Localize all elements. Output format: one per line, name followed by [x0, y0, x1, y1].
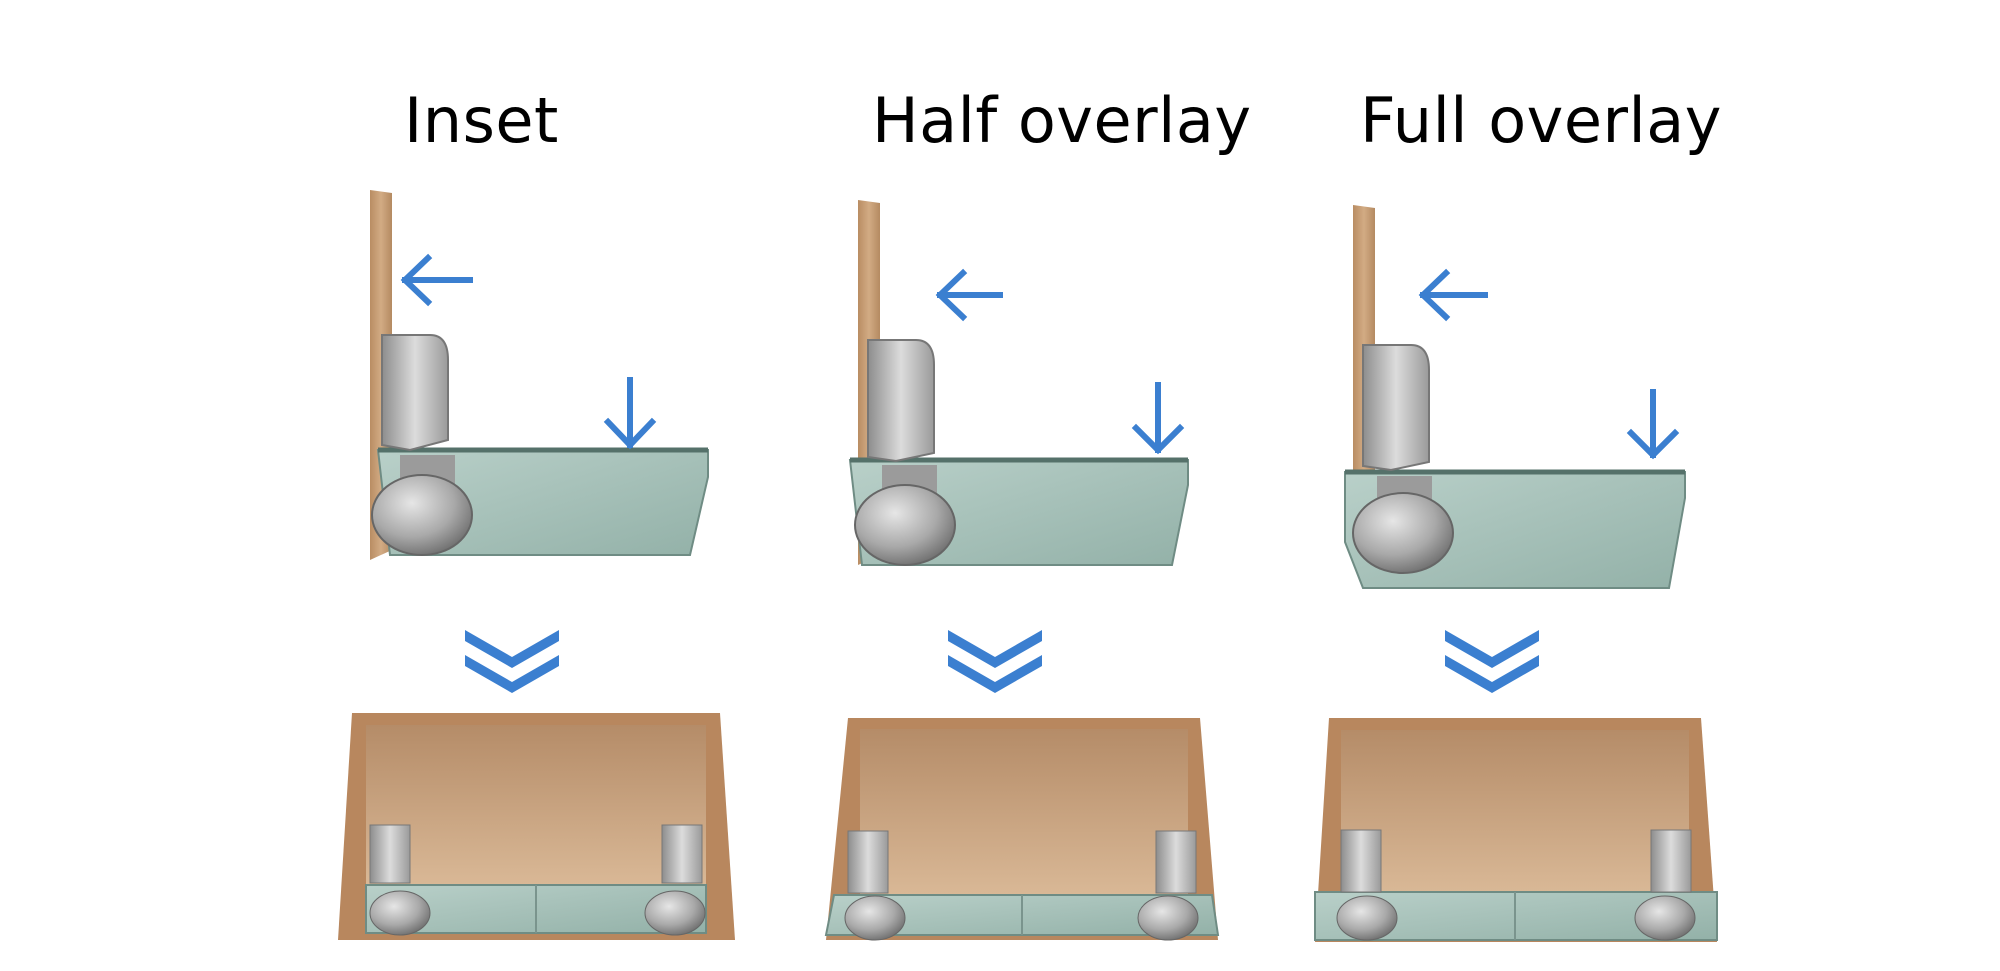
title-inset: Inset — [404, 84, 559, 157]
full-overlay-illustration — [1314, 205, 1718, 942]
double-chevron-down-icon — [948, 630, 1042, 693]
arrow-left-icon — [1418, 268, 1488, 322]
arrow-left-icon — [935, 268, 1003, 322]
cabinet-box — [824, 718, 1220, 941]
hinge-body — [381, 334, 449, 452]
arrow-left-icon — [400, 253, 473, 307]
arrow-down-icon — [1131, 382, 1185, 455]
title-half-overlay: Half overlay — [872, 84, 1252, 157]
inset-illustration — [338, 190, 735, 940]
hinge-body — [867, 339, 935, 463]
double-chevron-down-icon — [465, 630, 559, 693]
double-chevron-down-icon — [1445, 630, 1539, 693]
cabinet-box — [1314, 718, 1718, 942]
arrow-down-icon — [1626, 389, 1680, 460]
hinge-disc — [1352, 492, 1454, 574]
cabinet-box — [338, 713, 735, 940]
hinge-disc — [854, 484, 956, 566]
half-overlay-illustration — [824, 200, 1220, 941]
hinge-body — [1362, 344, 1430, 472]
title-full-overlay: Full overlay — [1360, 84, 1722, 157]
hinge-disc — [371, 474, 473, 556]
arrow-down-icon — [603, 377, 657, 450]
